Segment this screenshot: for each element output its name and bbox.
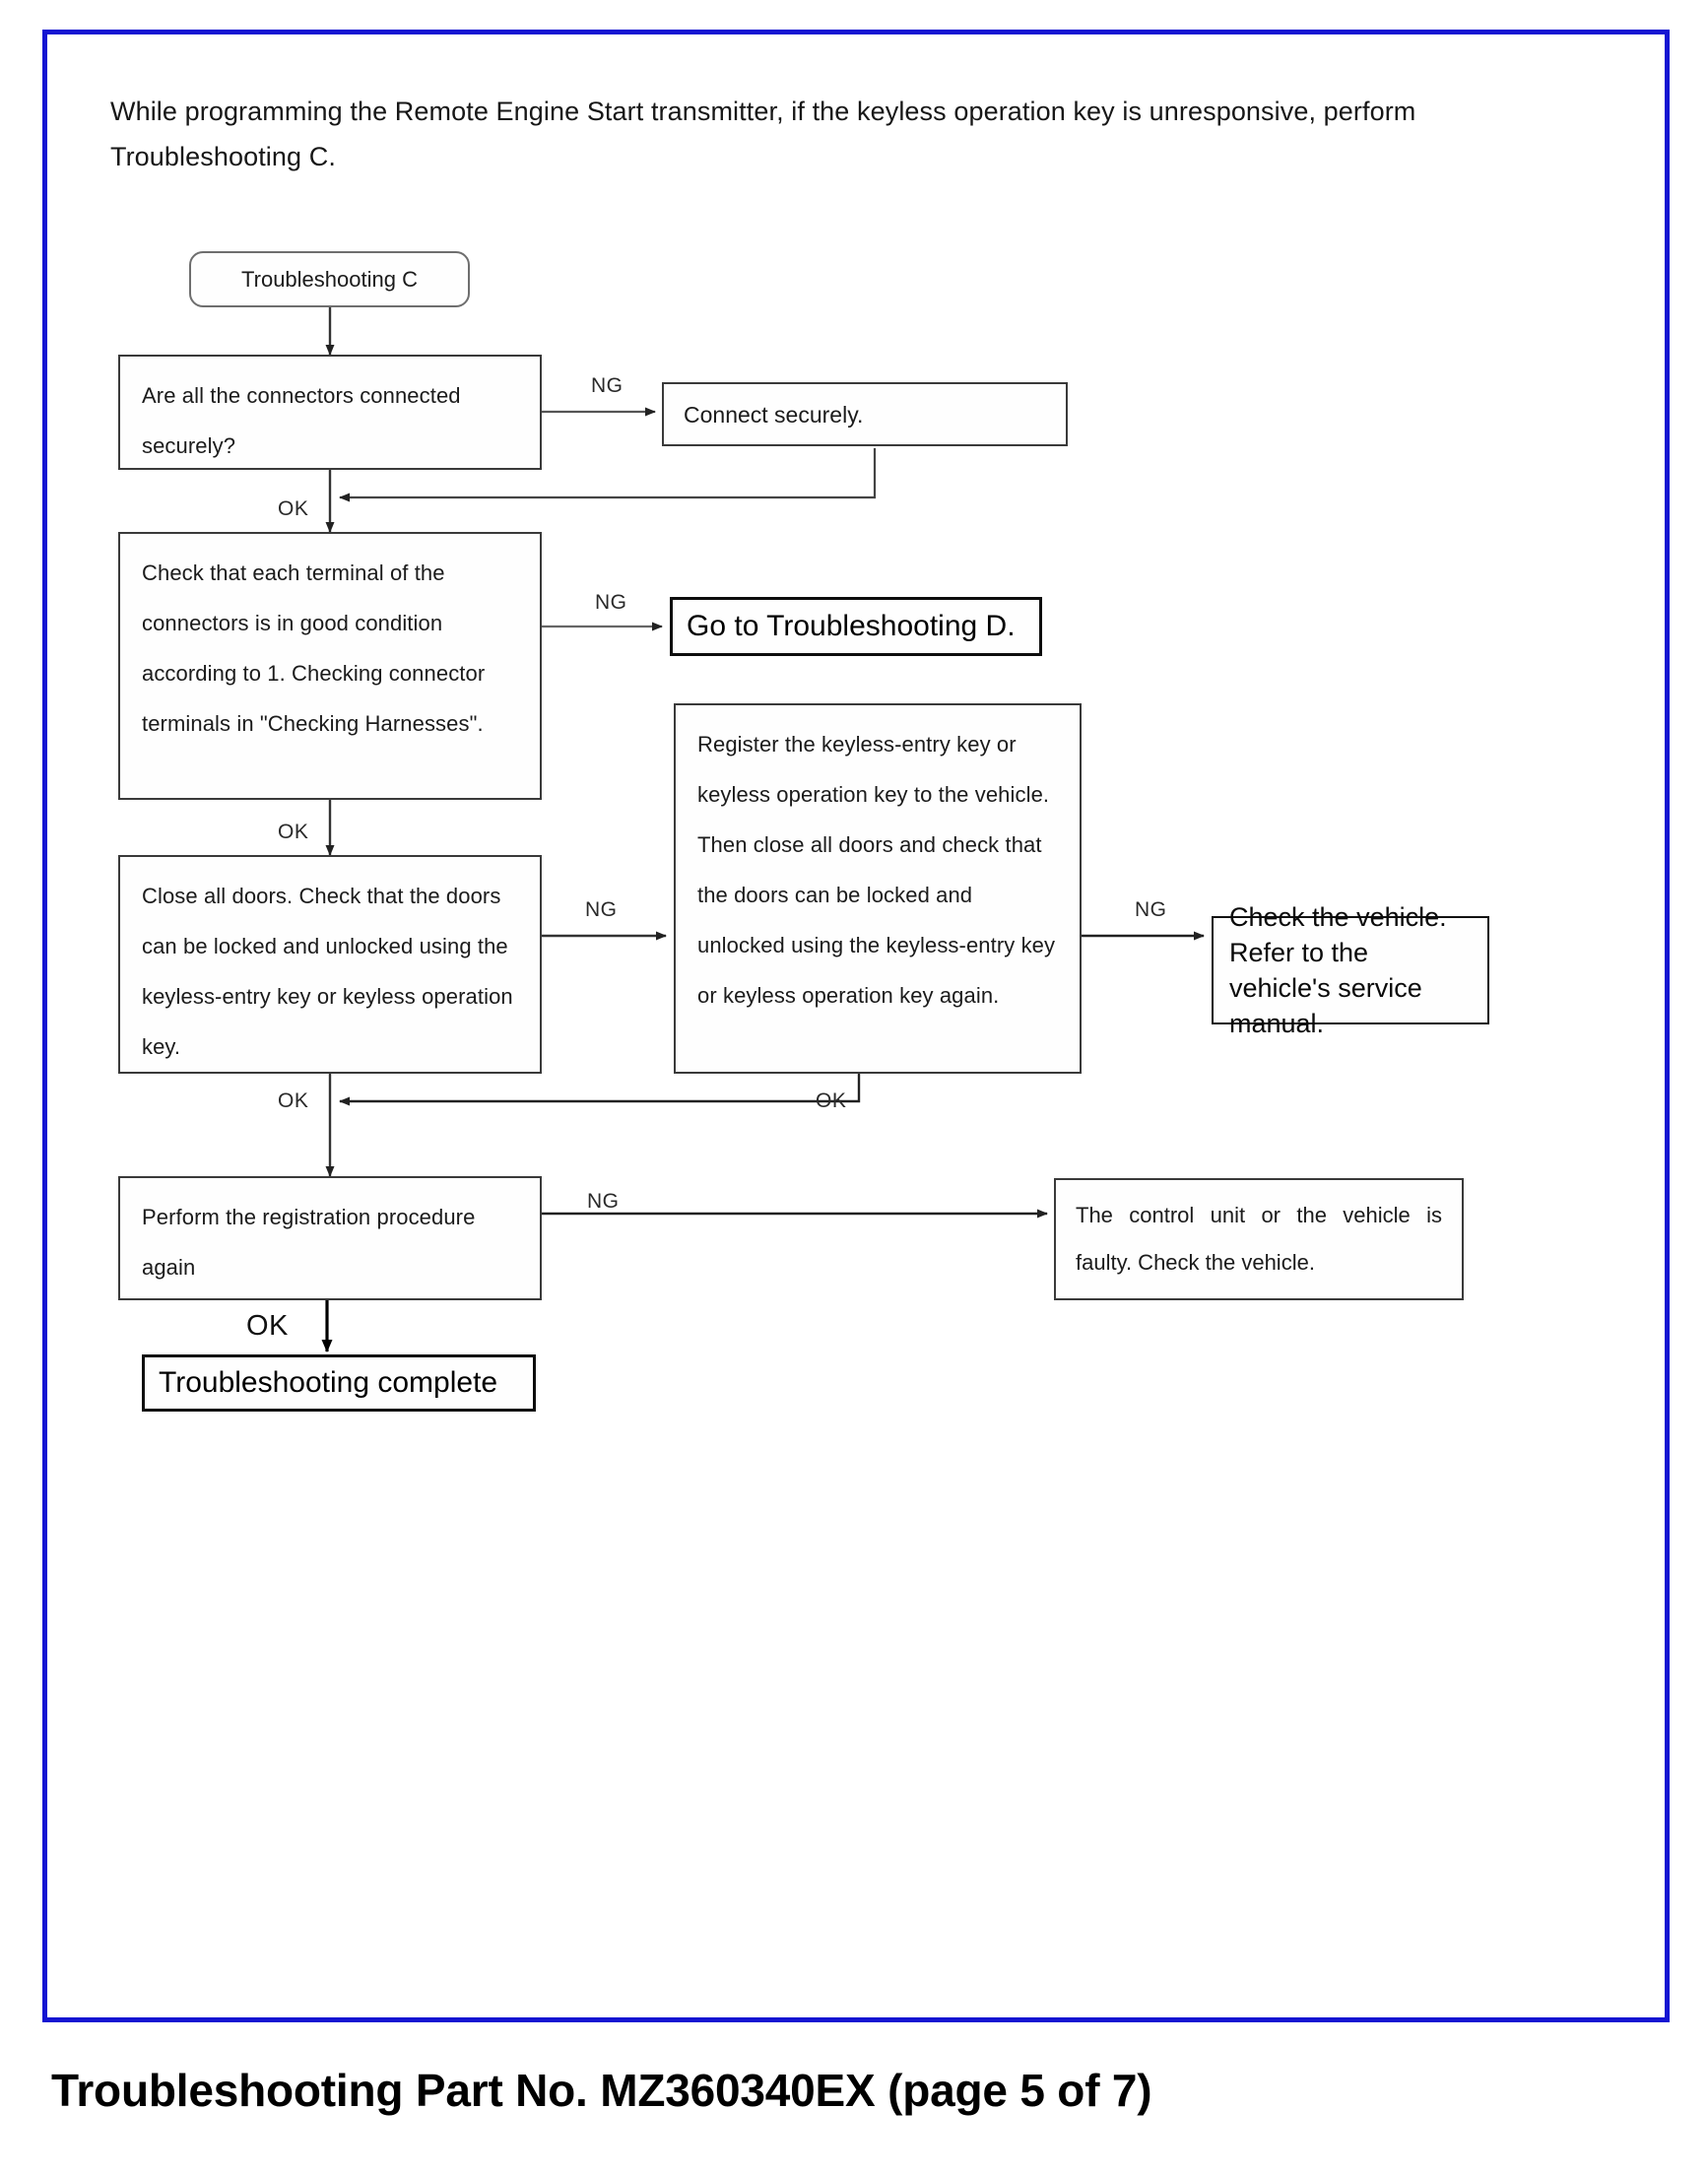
edge-label-q1-ok: OK bbox=[278, 497, 309, 520]
node-end[interactable]: Troubleshooting complete bbox=[142, 1354, 536, 1412]
edge-label-q3-ok: OK bbox=[278, 1089, 309, 1112]
node-q2-label: Check that each terminal of the connecto… bbox=[142, 560, 486, 736]
node-q3-label: Close all doors. Check that the doors ca… bbox=[142, 884, 513, 1059]
node-start[interactable]: Troubleshooting C bbox=[189, 251, 470, 307]
node-q5-label: Perform the registration procedure again bbox=[142, 1205, 476, 1280]
edge-label-q3-ng: NG bbox=[585, 898, 618, 921]
edge-label-q2-ng: NG bbox=[595, 591, 627, 614]
node-a4-label: Check the vehicle. Refer to the vehicle'… bbox=[1229, 902, 1447, 1038]
edge-label-q4-ok: OK bbox=[816, 1089, 847, 1112]
node-start-label: Troubleshooting C bbox=[241, 266, 418, 292]
edge-label-q4-ng: NG bbox=[1135, 898, 1167, 921]
edge-label-q2-ok: OK bbox=[278, 821, 309, 843]
edge-label-q1-ng: NG bbox=[591, 374, 624, 397]
node-q1[interactable]: Are all the connectors connected securel… bbox=[118, 355, 542, 470]
node-q4[interactable]: Register the keyless-entry key or keyles… bbox=[674, 703, 1082, 1074]
edge-label-q5-ng: NG bbox=[587, 1190, 620, 1213]
node-a2[interactable]: Go to Troubleshooting D. bbox=[670, 597, 1042, 656]
node-q1-label: Are all the connectors connected securel… bbox=[142, 383, 461, 458]
page-footer: Troubleshooting Part No. MZ360340EX (pag… bbox=[51, 2065, 1152, 2116]
node-q2[interactable]: Check that each terminal of the connecto… bbox=[118, 532, 542, 800]
node-q5[interactable]: Perform the registration procedure again bbox=[118, 1176, 542, 1300]
node-a2-label: Go to Troubleshooting D. bbox=[687, 610, 1016, 642]
node-a5[interactable]: The control unit or the vehicle is fault… bbox=[1054, 1178, 1464, 1300]
node-a1[interactable]: Connect securely. bbox=[662, 382, 1068, 446]
edge-label-q5-ok: OK bbox=[246, 1310, 289, 1342]
node-a5-label: The control unit or the vehicle is fault… bbox=[1076, 1203, 1442, 1275]
node-q3[interactable]: Close all doors. Check that the doors ca… bbox=[118, 855, 542, 1074]
node-q4-label: Register the keyless-entry key or keyles… bbox=[697, 732, 1056, 1008]
intro-paragraph: While programming the Remote Engine Star… bbox=[110, 97, 1416, 171]
node-a1-label: Connect securely. bbox=[684, 401, 864, 428]
node-a4[interactable]: Check the vehicle. Refer to the vehicle'… bbox=[1212, 902, 1489, 1038]
node-end-label: Troubleshooting complete bbox=[159, 1366, 498, 1399]
